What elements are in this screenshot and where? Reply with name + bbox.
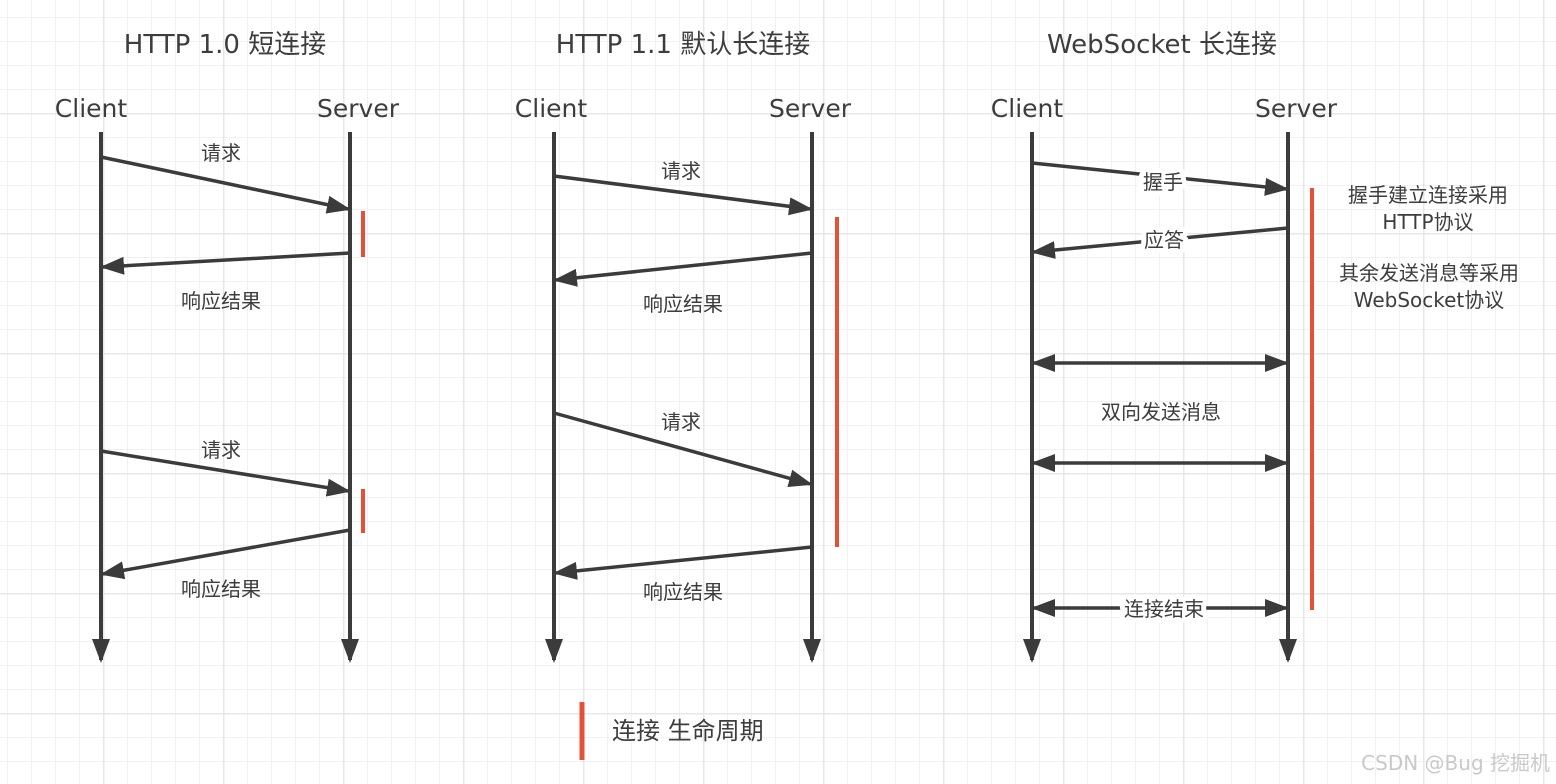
websocket-handshake-arrow (1031, 161, 1289, 196)
websocket-close-label: 连接结束 (1124, 597, 1204, 621)
websocket-ack-arrow (1031, 226, 1289, 259)
http10-request1-arrow (100, 155, 351, 214)
watermark-text: CSDN @Bug 挖掘机 (1361, 751, 1550, 775)
http11-server-label: Server (769, 94, 852, 123)
legend: 连接 生命周期 (579, 702, 764, 760)
http10-server-label: Server (317, 94, 400, 123)
http11-request1-arrow (553, 174, 813, 216)
websocket-ack-label: 应答 (1144, 228, 1184, 252)
http10-request2-arrow (100, 449, 351, 497)
http10-response1-label: 响应结果 (181, 289, 261, 313)
websocket-handshake-label: 握手 (1143, 170, 1183, 194)
http10-request1-label: 请求 (201, 141, 241, 165)
http11-response2-label: 响应结果 (643, 580, 723, 604)
http11-response1-label: 响应结果 (643, 292, 723, 316)
http10-response1-arrow (100, 251, 351, 275)
annotation-handshake-line2: HTTP协议 (1382, 210, 1473, 234)
http11-client-label: Client (515, 94, 588, 123)
websocket-server-label: Server (1255, 94, 1338, 123)
annotation-handshake-line1: 握手建立连接采用 (1348, 183, 1508, 207)
http11-diagram: HTTP 1.1 默认长连接 Client Server 请求 响应结果 请求 … (515, 30, 852, 663)
websocket-bidirectional-label: 双向发送消息 (1101, 400, 1221, 424)
http11-request2-arrow (553, 411, 813, 488)
http10-response2-arrow (100, 528, 351, 580)
http11-title: HTTP 1.1 默认长连接 (556, 30, 810, 60)
http10-title: HTTP 1.0 短连接 (124, 30, 326, 60)
http11-response2-arrow (553, 545, 813, 580)
http11-request2-label: 请求 (661, 410, 701, 434)
legend-label: 连接 生命周期 (612, 717, 764, 745)
http10-client-label: Client (55, 94, 128, 123)
annotation-messaging-line1: 其余发送消息等采用 (1339, 261, 1519, 285)
websocket-client-label: Client (991, 94, 1064, 123)
http11-request1-label: 请求 (661, 159, 701, 183)
http10-diagram: HTTP 1.0 短连接 Client Server 请求 响应结果 请求 响应… (55, 30, 400, 663)
websocket-diagram: WebSocket 长连接 Client Server 握手 应答 双向发送消息… (991, 30, 1519, 663)
http10-request2-label: 请求 (201, 438, 241, 462)
http11-response1-arrow (553, 251, 813, 287)
http10-response2-label: 响应结果 (181, 577, 261, 601)
websocket-annotations: 握手建立连接采用 HTTP协议 其余发送消息等采用 WebSocket协议 (1339, 183, 1519, 312)
websocket-title: WebSocket 长连接 (1047, 30, 1277, 60)
annotation-messaging-line2: WebSocket协议 (1354, 288, 1505, 312)
